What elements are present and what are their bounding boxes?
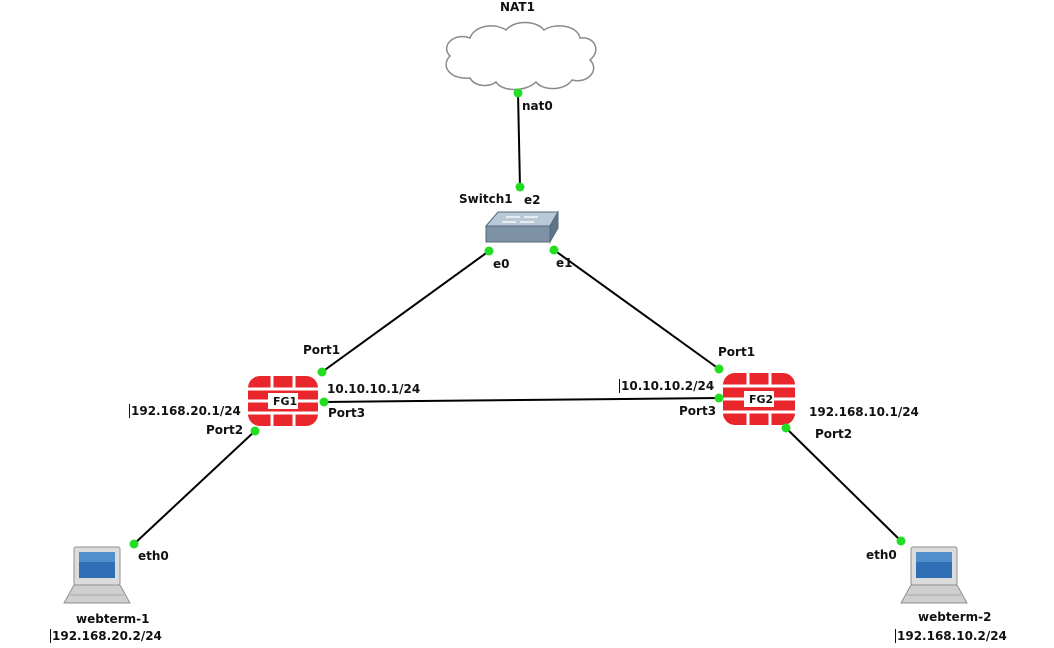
port-dot-e2[interactable] bbox=[515, 182, 525, 192]
port-dot-nat0[interactable] bbox=[513, 88, 523, 98]
port-label-fg2-port1: Port1 bbox=[718, 345, 756, 359]
addr-label-fg2-port2: 192.168.10.1/24 bbox=[809, 405, 919, 419]
link-switch-fg2[interactable] bbox=[553, 249, 720, 370]
fg2-node-label: FG2 bbox=[749, 393, 774, 406]
webterm2-laptop-icon[interactable] bbox=[900, 546, 968, 604]
addr-label-fg2-port3: 10.10.10.2/24 bbox=[619, 379, 715, 393]
links bbox=[133, 92, 902, 545]
port-dot-e1[interactable] bbox=[549, 245, 559, 255]
port-label-eth0-1: eth0 bbox=[138, 549, 169, 563]
port-label-fg1-port3: Port3 bbox=[328, 406, 366, 420]
webterm1-node-label: webterm-1 bbox=[76, 612, 150, 626]
port-label-eth0-2: eth0 bbox=[866, 548, 897, 562]
port-label-fg2-port3: Port3 bbox=[679, 404, 717, 418]
switch-node-label: Switch1 bbox=[459, 192, 513, 206]
link-switch-fg1[interactable] bbox=[321, 250, 490, 373]
addr-label-webterm2: 192.168.10.2/24 bbox=[895, 629, 1007, 643]
fg2-fortigate-icon[interactable] bbox=[723, 373, 795, 425]
nat-cloud-icon[interactable] bbox=[445, 21, 597, 91]
fg1-fortigate-icon[interactable] bbox=[248, 376, 318, 426]
port-label-e0: e0 bbox=[493, 257, 510, 271]
addr-label-webterm1: 192.168.20.2/24 bbox=[50, 629, 162, 643]
link-fg1-fg2[interactable] bbox=[323, 397, 720, 403]
switch-icon[interactable] bbox=[484, 210, 559, 244]
link-nat-switch[interactable] bbox=[517, 92, 521, 188]
port-dot-fg2-port3[interactable] bbox=[714, 393, 724, 403]
link-fg1-webterm1[interactable] bbox=[133, 430, 256, 545]
fg1-node-label: FG1 bbox=[273, 395, 298, 408]
port-label-nat0: nat0 bbox=[522, 99, 553, 113]
webterm1-laptop-icon[interactable] bbox=[63, 546, 131, 604]
port-dot-fg1-port1[interactable] bbox=[317, 367, 327, 377]
port-dots bbox=[129, 88, 906, 549]
port-dot-fg1-port2[interactable] bbox=[250, 426, 260, 436]
port-dot-eth0-2[interactable] bbox=[896, 536, 906, 546]
port-label-e2: e2 bbox=[524, 193, 541, 207]
port-dot-fg2-port1[interactable] bbox=[714, 364, 724, 374]
webterm2-node-label: webterm-2 bbox=[918, 610, 992, 624]
port-dot-eth0-1[interactable] bbox=[129, 539, 139, 549]
port-dot-fg1-port3[interactable] bbox=[319, 397, 329, 407]
nat-node-label: NAT1 bbox=[500, 0, 535, 14]
port-label-fg1-port1: Port1 bbox=[303, 343, 341, 357]
link-fg2-webterm2[interactable] bbox=[785, 427, 902, 542]
addr-label-fg1-port2: 192.168.20.1/24 bbox=[129, 404, 241, 418]
port-label-fg1-port2: Port2 bbox=[206, 423, 244, 437]
port-label-fg2-port2: Port2 bbox=[815, 427, 853, 441]
port-dot-e0[interactable] bbox=[484, 246, 494, 256]
port-label-e1: e1 bbox=[556, 256, 573, 270]
port-dot-fg2-port2[interactable] bbox=[781, 423, 791, 433]
addr-label-fg1-port3: 10.10.10.1/24 bbox=[327, 382, 421, 396]
